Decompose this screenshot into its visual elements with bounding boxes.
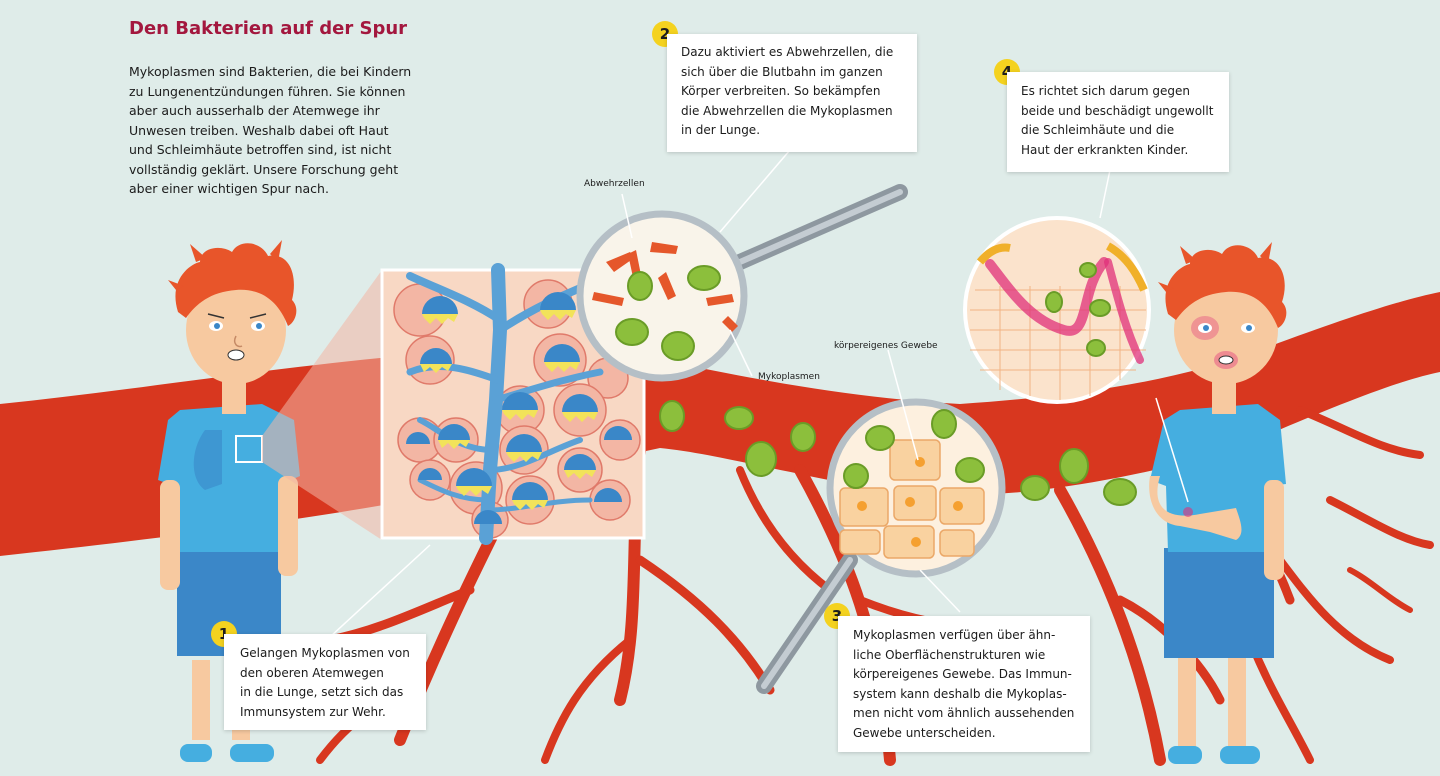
intro-line: Mykoplasmen sind Bakterien, die bei Kind… bbox=[129, 64, 412, 79]
magnifier-icon bbox=[576, 184, 908, 382]
step-1-line: in die Lunge, setzt sich das bbox=[240, 685, 404, 699]
step-3-line: körpereigenes Gewebe. Das Immun- bbox=[853, 667, 1072, 681]
step-2-box: Dazu aktiviert es Abwehrzellen, die sich… bbox=[667, 34, 917, 152]
page-title: Den Bakterien auf der Spur bbox=[129, 18, 408, 39]
step-2-line: die Abwehrzellen die Mykoplasmen bbox=[681, 103, 893, 118]
step-3-box: Mykoplasmen verfügen über ähn- liche Obe… bbox=[838, 616, 1090, 752]
step-3-line: liche Oberflächenstrukturen wie bbox=[853, 647, 1046, 662]
step-3-line: Mykoplasmen verfügen über ähn- bbox=[853, 628, 1056, 642]
connector-lines bbox=[317, 149, 1189, 649]
step-2-line: Dazu aktiviert es Abwehrzellen, die bbox=[681, 45, 894, 59]
step-4-box: Es richtet sich darum gegen beide und be… bbox=[1007, 72, 1229, 172]
step-4-line: die Schleimhäute und die bbox=[1021, 123, 1175, 137]
label-mykoplasmen: Mykoplasmen bbox=[758, 372, 820, 382]
intro-line: vollständig geklärt. Unsere Forschung ge… bbox=[129, 161, 399, 177]
step-2-line: Körper verbreiten. So bekämpfen bbox=[681, 84, 881, 98]
step-1-box: Gelangen Mykoplasmen von den oberen Atem… bbox=[224, 634, 426, 730]
step-4-line: beide und beschädigt ungewollt bbox=[1021, 103, 1214, 118]
magnifier-icon bbox=[756, 398, 1006, 694]
intro-line: aber einer wichtigen Spur nach. bbox=[129, 181, 329, 196]
mycoplasma-particles bbox=[659, 400, 1137, 506]
zoom-beam bbox=[262, 270, 382, 540]
step-3-line: men nicht vom ähnlich aussehenden bbox=[853, 706, 1075, 720]
step-4-line: Haut der erkrankten Kinder. bbox=[1021, 142, 1189, 157]
intro-text: Mykoplasmen sind Bakterien, die bei Kind… bbox=[129, 62, 419, 199]
step-3-line: system kann deshalb die Mykoplas- bbox=[853, 686, 1067, 701]
step-4-line: Es richtet sich darum gegen bbox=[1021, 84, 1190, 98]
intro-line: Unwesen treiben. Weshalb dabei oft Haut bbox=[129, 122, 389, 138]
child-sick bbox=[1149, 242, 1287, 764]
intro-line: und Schleimhäute betroffen sind, ist nic… bbox=[129, 142, 392, 157]
label-abwehrzellen: Abwehrzellen bbox=[584, 179, 645, 189]
lung-zoom-panel bbox=[380, 263, 646, 545]
skin-zoom bbox=[963, 216, 1151, 404]
step-3-line: Gewebe unterscheiden. bbox=[853, 725, 996, 740]
intro-line: zu Lungenentzündungen führen. Sie können bbox=[129, 83, 406, 99]
step-1-line: Immunsystem zur Wehr. bbox=[240, 704, 386, 719]
step-2-line: sich über die Blutbahn im ganzen bbox=[681, 64, 883, 79]
step-2-line: in der Lunge. bbox=[681, 123, 761, 137]
step-1-line: den oberen Atemwegen bbox=[240, 665, 384, 680]
step-1-line: Gelangen Mykoplasmen von bbox=[240, 646, 410, 660]
label-koerpereigenes-gewebe: körpereigenes Gewebe bbox=[834, 341, 938, 351]
intro-line: aber auch ausserhalb der Atemwege ihr bbox=[129, 103, 380, 118]
